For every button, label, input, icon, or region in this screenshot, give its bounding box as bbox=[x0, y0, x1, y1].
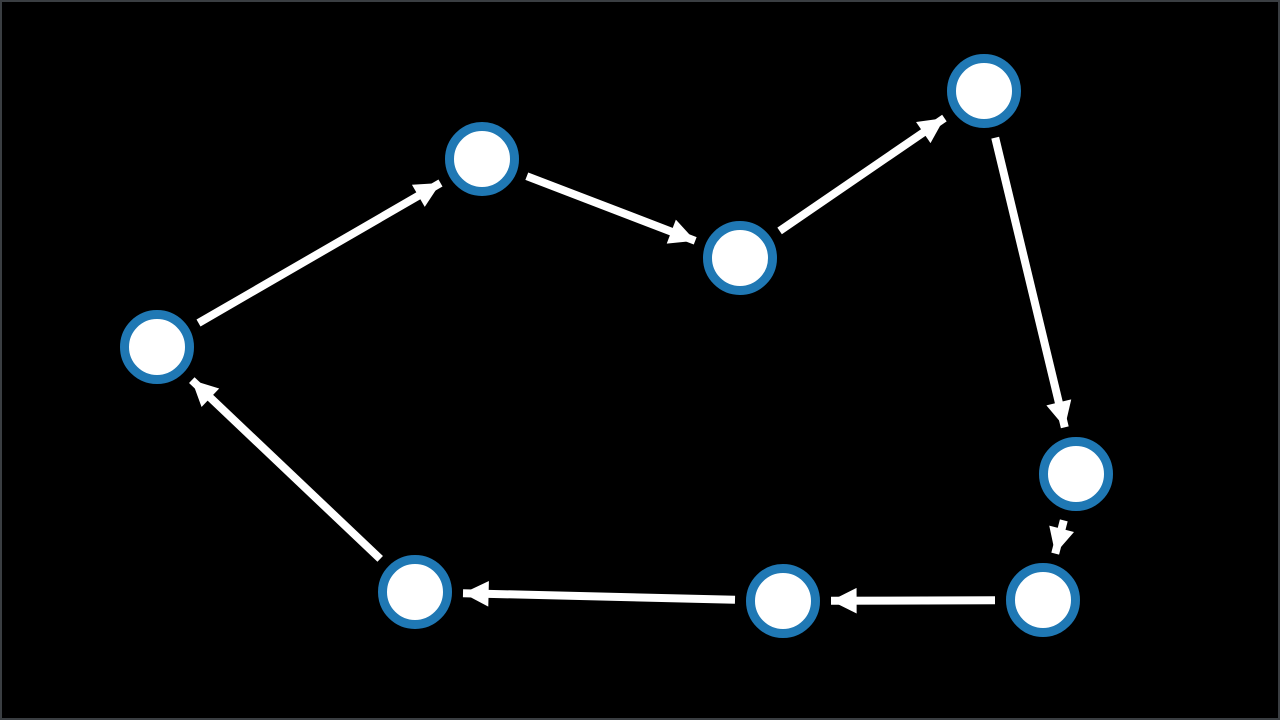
graph-node-upper-left bbox=[445, 122, 519, 196]
graph-node-right bbox=[1039, 437, 1113, 511]
graph-node-bottom-left bbox=[378, 555, 452, 629]
edge-arrow-node-upper-left-to-node-middle bbox=[525, 172, 697, 245]
graph-node-left bbox=[120, 310, 194, 384]
graph-node-middle bbox=[703, 221, 777, 295]
graph-node-top-right bbox=[947, 54, 1021, 128]
edge-arrow-node-middle-to-node-top-right bbox=[777, 114, 947, 235]
edge-arrow-node-bottom-left-to-node-left bbox=[189, 377, 383, 562]
edges-layer bbox=[189, 114, 1075, 614]
nodes-layer bbox=[120, 54, 1113, 638]
edge-arrow-node-bottom-middle-to-node-bottom-left bbox=[462, 581, 736, 607]
edge-arrow-node-top-right-to-node-right bbox=[991, 136, 1072, 429]
edge-arrow-node-bottom-right-to-node-bottom-middle bbox=[830, 587, 996, 614]
edge-arrow-node-right-to-node-bottom-right bbox=[1049, 519, 1075, 555]
graph-node-bottom-right bbox=[1006, 563, 1080, 637]
graph-node-bottom-middle bbox=[746, 564, 820, 638]
edge-arrow-node-left-to-node-upper-left bbox=[196, 179, 443, 327]
